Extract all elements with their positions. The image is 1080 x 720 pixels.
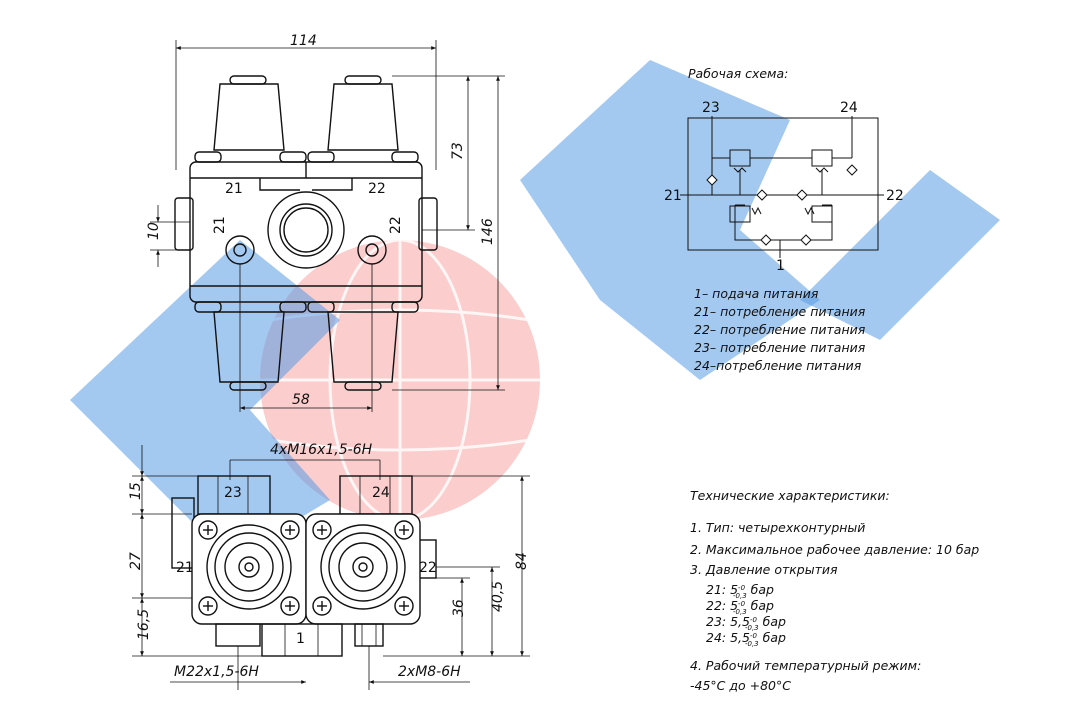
schema-port-23: 23 xyxy=(702,100,720,116)
thread-top: 4xM16x1,5-6H xyxy=(270,442,373,458)
watermark-blue-l xyxy=(800,170,1000,340)
legend-item: 1– подача питания xyxy=(694,286,819,301)
dim-84: 84 xyxy=(514,552,530,570)
front-port-21: 21 xyxy=(176,560,194,576)
spec-item-2: 2. Максимальное рабочее давление: 10 бар xyxy=(690,542,979,557)
thread-bottom-right: 2xM8-6H xyxy=(398,664,461,680)
spec-temp-value: -45°С до +80°С xyxy=(690,678,791,693)
top-port-21: 21 xyxy=(225,181,243,197)
schema-port-21: 21 xyxy=(664,188,682,204)
top-port-22: 22 xyxy=(368,181,386,197)
dim-15: 15 xyxy=(128,482,144,500)
dim-58: 58 xyxy=(292,392,310,408)
schema-port-1: 1 xyxy=(776,258,785,274)
legend-item: 23– потребление питания xyxy=(694,340,866,355)
specs-title: Технические характеристики: xyxy=(690,488,890,503)
legend-item: 21– потребление питания xyxy=(694,304,866,319)
schema-port-22: 22 xyxy=(886,188,904,204)
dim-146: 146 xyxy=(480,218,496,245)
watermark-logo xyxy=(70,60,1000,560)
working-schema: Рабочая схема: 23 24 21 22 1 xyxy=(664,66,904,274)
schema-port-24: 24 xyxy=(840,100,858,116)
dim-27: 27 xyxy=(128,552,144,570)
front-port-23: 23 xyxy=(224,485,242,501)
front-port-22: 22 xyxy=(419,560,437,576)
front-view: 4xM16x1,5-6H 23 24 xyxy=(128,442,530,690)
dim-36: 36 xyxy=(451,599,467,617)
watermark-blue-r xyxy=(520,60,820,380)
dim-73: 73 xyxy=(450,142,466,160)
pressure-item: 24: 5,5-0-0,3 бар xyxy=(706,630,786,648)
pressure-item: 21: 5-0-0,3 бар xyxy=(706,582,774,600)
screw-icons xyxy=(198,520,414,616)
dim-40-5: 40,5 xyxy=(490,581,506,612)
dim-16-5: 16,5 xyxy=(136,609,152,640)
dim-10: 10 xyxy=(146,222,162,240)
legend-item: 24–потребление питания xyxy=(694,358,862,373)
front-port-1: 1 xyxy=(296,631,305,647)
pressure-item: 23: 5,5-0-0,3 бар xyxy=(706,614,786,632)
top-side-22: 22 xyxy=(388,216,404,234)
front-port-24: 24 xyxy=(372,485,390,501)
port-legend: 1– подача питания 21– потребление питания… xyxy=(694,286,866,373)
technical-specs: Технические характеристики: 1. Тип: четы… xyxy=(690,488,979,693)
schema-title: Рабочая схема: xyxy=(688,66,788,81)
spec-item-1: 1. Тип: четырехконтурный xyxy=(690,520,865,535)
pressure-item: 22: 5-0-0,3 бар xyxy=(706,598,774,616)
spec-temp-title: 4. Рабочий температурный режим: xyxy=(690,658,921,673)
spec-item-3: 3. Давление открытия xyxy=(690,562,838,577)
watermark-blue-c xyxy=(70,240,340,560)
thread-bottom-left: M22x1,5-6H xyxy=(174,664,259,680)
legend-item: 22– потребление питания xyxy=(694,322,866,337)
top-side-21: 21 xyxy=(212,216,228,234)
dim-114: 114 xyxy=(290,33,317,49)
top-view: 114 21 22 21 22 xyxy=(146,33,505,412)
